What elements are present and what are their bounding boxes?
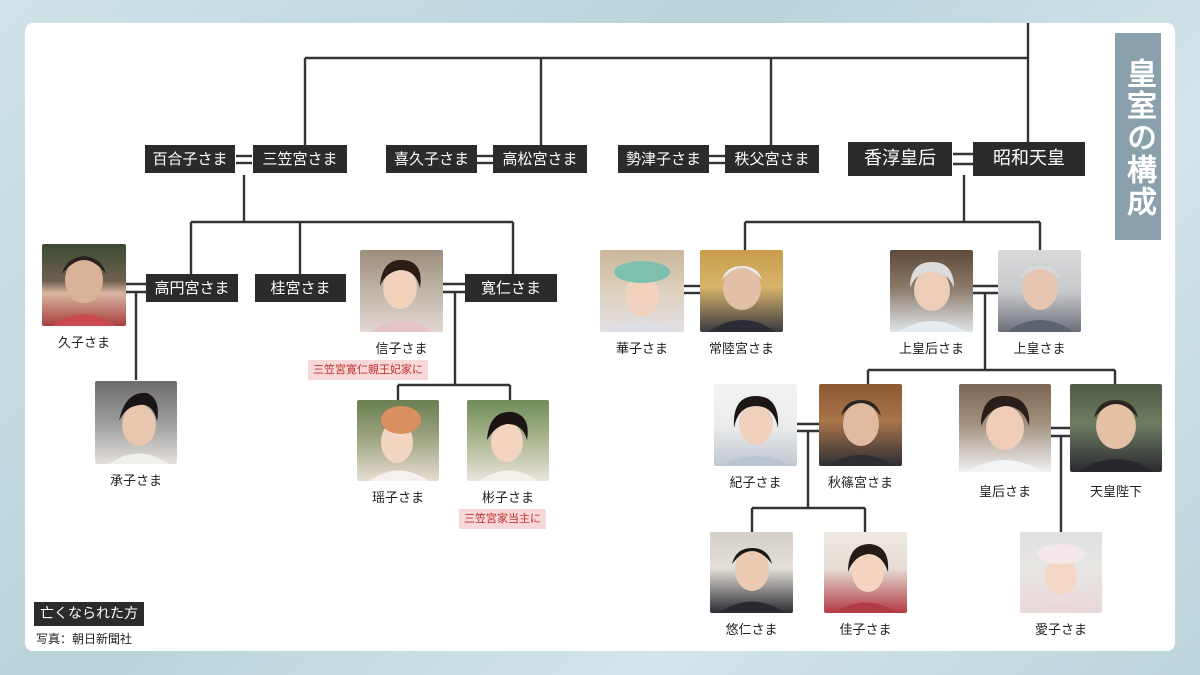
legend-deceased: 亡くなられた方 (34, 602, 144, 626)
caption-hisako: 久子さま (57, 336, 110, 351)
hitachi-photo (700, 250, 783, 332)
portrait-icon (1030, 544, 1092, 613)
caption-yoko: 瑶子さま (371, 491, 424, 506)
caption-joko: 上皇さま (1013, 342, 1066, 357)
caption-jokogo: 上皇后さま (898, 342, 964, 357)
portrait-icon (52, 256, 116, 326)
portrait-icon (1078, 400, 1154, 472)
caption-tsuguko: 承子さま (109, 474, 162, 489)
portrait-icon (109, 392, 169, 464)
note-akiko: 三笠宮家当主に (459, 509, 546, 529)
portrait-icon (369, 406, 429, 481)
akishino-photo (819, 384, 902, 466)
tenno-photo (1070, 384, 1162, 472)
aiko-photo (1020, 532, 1102, 613)
label-yuriko: 百合子さま (145, 145, 235, 173)
kogo-photo (959, 384, 1051, 472)
portrait-icon (708, 266, 776, 332)
akiko-photo (467, 400, 549, 481)
caption-hisahito: 悠仁さま (725, 623, 778, 638)
caption-kogo: 皇后さま (978, 485, 1031, 500)
caption-akiko: 彬子さま (481, 491, 534, 506)
label-takamado: 高円宮さま (146, 274, 238, 302)
portrait-icon (610, 261, 674, 332)
portrait-icon (1006, 266, 1074, 332)
chart-card (25, 23, 1175, 651)
label-setsuko: 勢津子さま (618, 145, 709, 173)
joko-photo (998, 250, 1081, 332)
hisahito-photo (710, 532, 793, 613)
photo-credit: 写真：朝日新聞社 (36, 632, 133, 646)
portrait-icon (827, 400, 895, 466)
portrait-icon (898, 262, 966, 332)
caption-hitachi: 常陸宮さま (708, 342, 774, 357)
hisako-photo (42, 244, 126, 326)
jokogo-photo (890, 250, 973, 332)
caption-akishino: 秋篠宮さま (827, 476, 893, 491)
label-chichibu: 秩父宮さま (725, 145, 819, 173)
portrait-icon (834, 544, 898, 613)
kiko-photo (714, 384, 797, 466)
diagram-title: 皇室の構成 (1121, 57, 1156, 218)
tsuguko-photo (95, 381, 177, 464)
caption-kako: 佳子さま (839, 623, 892, 638)
label-showa: 昭和天皇 (973, 142, 1085, 176)
caption-kiko: 紀子さま (729, 476, 782, 491)
portrait-icon (718, 548, 786, 613)
label-kikuko: 喜久子さま (386, 145, 477, 173)
label-takamatsu: 高松宮さま (493, 145, 587, 173)
label-kojun: 香淳皇后 (848, 142, 952, 176)
label-mikasa: 三笠宮さま (253, 145, 347, 173)
caption-hanako: 華子さま (615, 342, 668, 357)
portrait-icon (370, 259, 434, 332)
caption-nobuko: 信子さま (375, 342, 428, 357)
note-nobuko: 三笠宮寛仁親王妃家に (308, 360, 428, 380)
kako-photo (824, 532, 907, 613)
yoko-photo (357, 400, 439, 481)
connector-lines (126, 23, 1117, 532)
caption-aiko: 愛子さま (1034, 623, 1087, 638)
title-box (1115, 33, 1161, 240)
label-katsura: 桂宮さま (255, 274, 346, 302)
caption-tenno: 天皇陛下 (1089, 485, 1142, 500)
hanako-photo (600, 250, 684, 332)
portrait-icon (479, 411, 539, 481)
nobuko-photo (360, 250, 443, 332)
label-tomohito: 寛仁さま (465, 274, 557, 302)
portrait-icon (967, 395, 1043, 472)
portrait-icon (722, 396, 790, 466)
